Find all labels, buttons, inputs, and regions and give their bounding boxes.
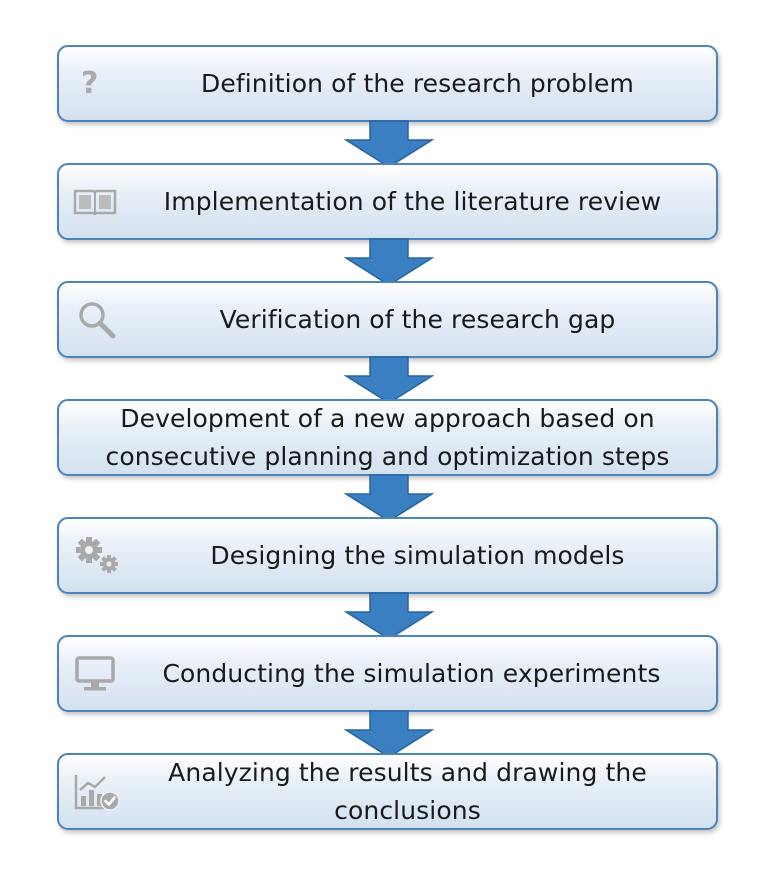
step-label: Definition of the research problem	[201, 68, 634, 98]
step-label: Development of a new approach based on c…	[105, 403, 670, 471]
step-label: Designing the simulation models	[210, 540, 625, 570]
step-label: Conducting the simulation experiments	[162, 658, 661, 688]
magnifier-icon	[77, 300, 117, 340]
step-label: Verification of the research gap	[219, 304, 616, 334]
down-arrow-3	[344, 356, 434, 404]
down-arrow-4	[344, 474, 434, 522]
step-box-research-gap: Verification of the research gap	[57, 281, 718, 358]
gears-icon	[73, 536, 123, 576]
step-box-simulation-models: Designing the simulation models	[57, 517, 718, 594]
step-label: Analyzing the results and drawing the co…	[168, 757, 647, 825]
down-arrow-6	[344, 710, 434, 758]
down-arrow-1	[344, 120, 434, 168]
step-box-literature-review: Implementation of the literature review	[57, 163, 718, 240]
chart-check-icon	[73, 772, 121, 812]
step-box-research-problem: ? Definition of the research problem	[57, 45, 718, 122]
step-box-new-approach: Development of a new approach based on c…	[57, 399, 718, 476]
step-box-simulation-experiments: Conducting the simulation experiments	[57, 635, 718, 712]
step-box-results-conclusions: Analyzing the results and drawing the co…	[57, 753, 718, 830]
step-label: Implementation of the literature review	[163, 186, 662, 216]
monitor-icon	[75, 655, 115, 692]
down-arrow-2	[344, 238, 434, 286]
question-mark-icon: ?	[81, 65, 99, 101]
open-book-icon	[73, 187, 117, 217]
down-arrow-5	[344, 592, 434, 640]
